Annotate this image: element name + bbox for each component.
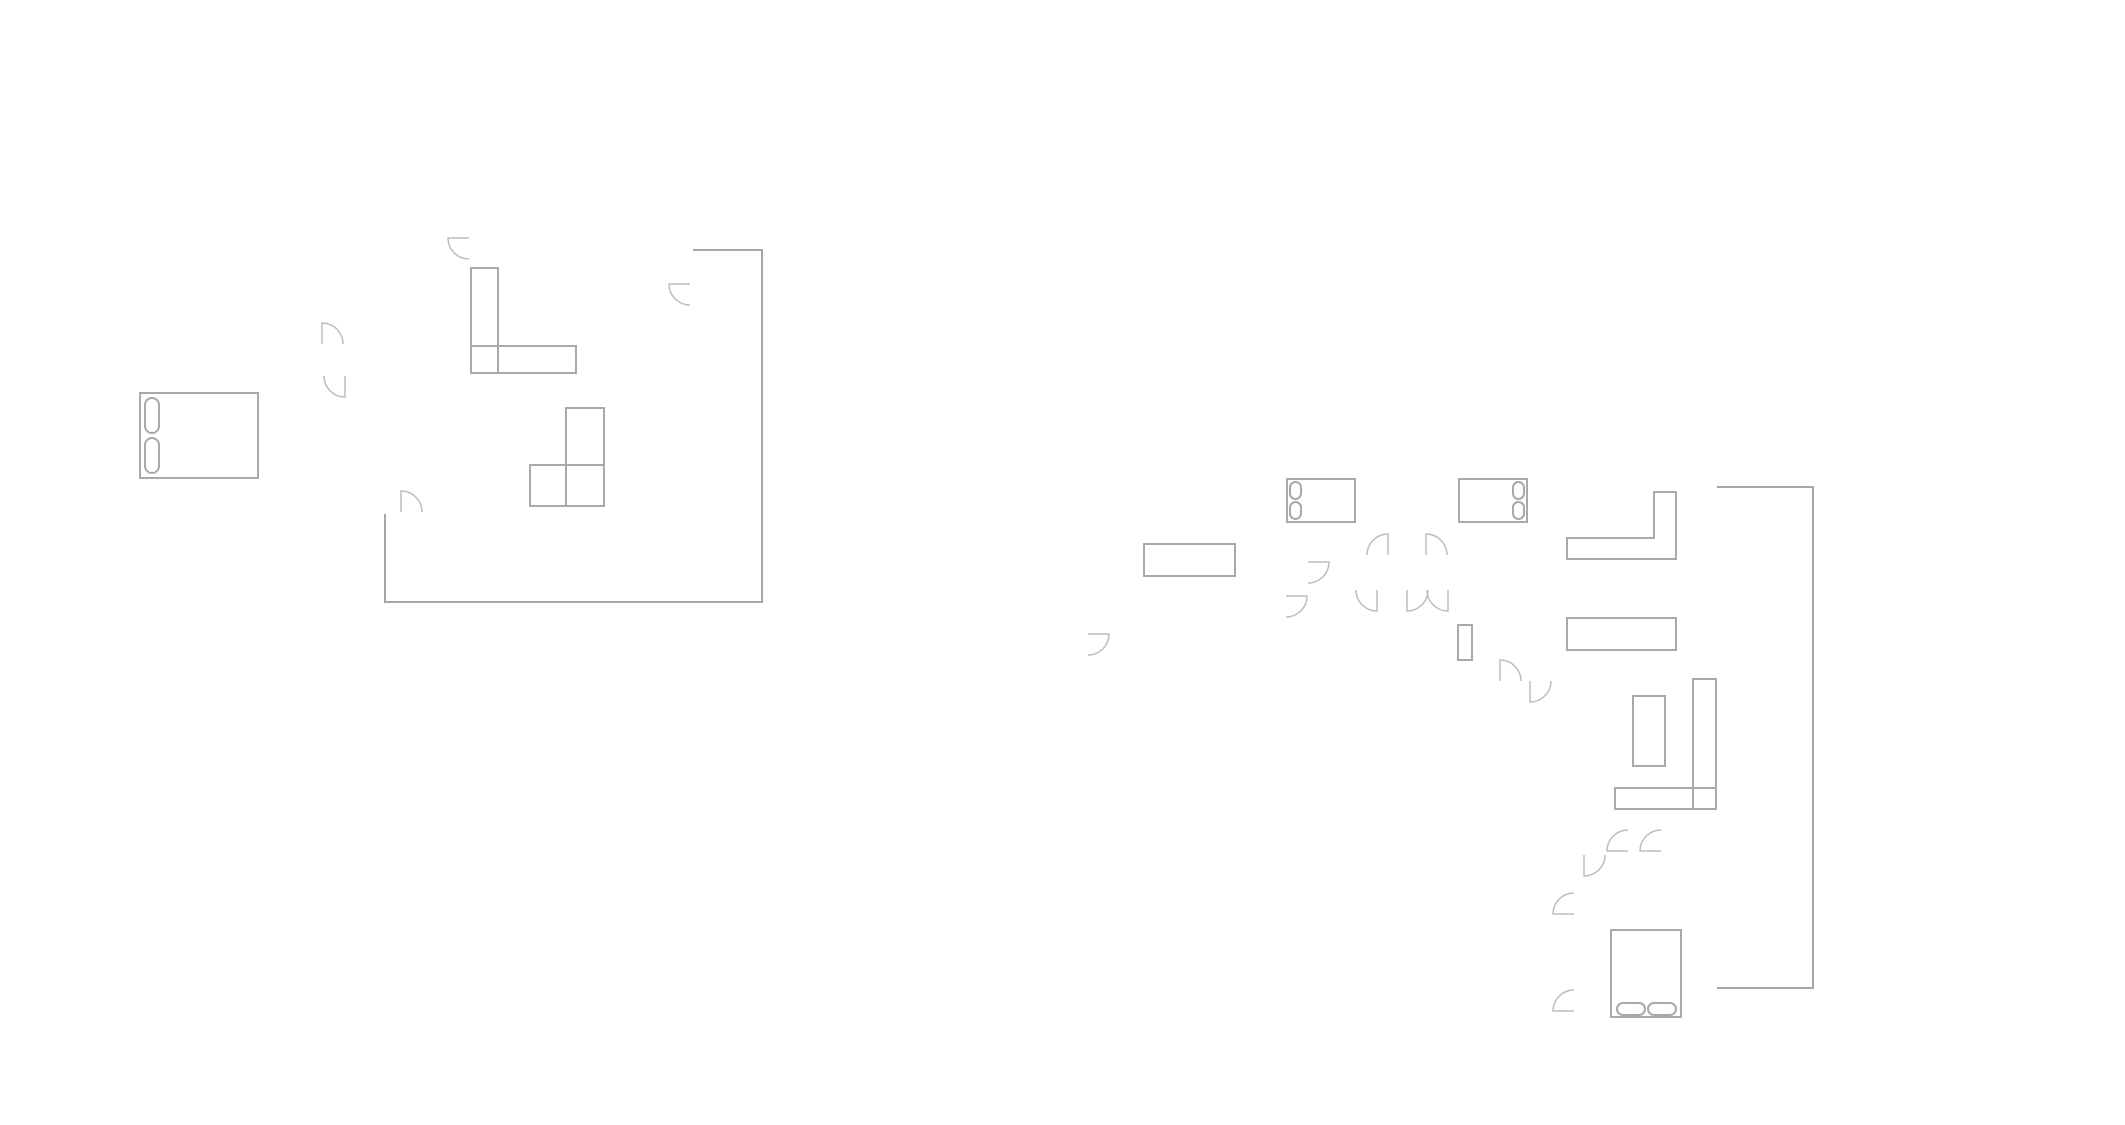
door-swing-icon bbox=[321, 322, 344, 345]
small-bed-frame bbox=[1286, 478, 1356, 523]
right-counter bbox=[1566, 617, 1677, 651]
small-bed-frame bbox=[1458, 478, 1528, 523]
small-bed-pillow bbox=[1289, 481, 1302, 500]
left-l-counter bbox=[470, 267, 577, 374]
door-swing-icon bbox=[1552, 989, 1575, 1012]
small-bed-pillow bbox=[1512, 501, 1525, 520]
right-bed-pillow bbox=[1647, 1002, 1677, 1016]
door-swing-icon bbox=[1425, 533, 1448, 556]
left-floor-plan bbox=[139, 237, 763, 603]
door-swing-icon bbox=[1355, 589, 1378, 612]
right-l-counter-bottom bbox=[1614, 678, 1717, 810]
door-swing-icon bbox=[1529, 680, 1552, 703]
right-l-counter-low bbox=[1614, 787, 1717, 810]
left-l-counter-horizontal bbox=[470, 345, 577, 374]
right-bed-pillow bbox=[1616, 1002, 1646, 1016]
right-bed-frame bbox=[1610, 929, 1682, 1018]
door-swing-icon bbox=[1366, 533, 1389, 556]
door-swing-icon bbox=[1426, 589, 1449, 612]
left-l-cabinet bbox=[529, 407, 605, 507]
left-l-cabinet-tall bbox=[565, 407, 605, 507]
door-swing-icon bbox=[1406, 589, 1429, 612]
door-swing-icon bbox=[1639, 829, 1662, 852]
left-bed-pillow bbox=[144, 397, 160, 434]
right-floor-plan bbox=[1087, 478, 1814, 1018]
door-swing-icon bbox=[1307, 561, 1330, 584]
left-bed-pillow bbox=[144, 437, 160, 474]
door-swing-icon bbox=[1087, 633, 1110, 656]
door-swing-icon bbox=[323, 375, 346, 398]
right-small-bed-b bbox=[1458, 478, 1528, 523]
door-swing-icon bbox=[400, 490, 423, 513]
door-swing-icon bbox=[1583, 854, 1606, 877]
right-cabinet bbox=[1632, 695, 1666, 767]
bench bbox=[1143, 543, 1236, 577]
door-swing-icon bbox=[447, 237, 470, 260]
left-bed bbox=[139, 392, 259, 479]
left-bed-frame bbox=[139, 392, 259, 479]
door-swing-icon bbox=[1499, 659, 1522, 682]
right-l-counter-tall bbox=[1692, 678, 1717, 810]
right-small-bed-a bbox=[1286, 478, 1356, 523]
right-l-counter-top bbox=[1566, 491, 1677, 560]
left-plan-wall-outline bbox=[384, 249, 763, 603]
door-swing-icon bbox=[1606, 829, 1629, 852]
small-bed-pillow bbox=[1512, 481, 1525, 500]
left-l-counter-vertical bbox=[470, 267, 499, 374]
right-bed bbox=[1610, 929, 1682, 1018]
door-swing-icon bbox=[668, 283, 691, 306]
door-swing-icon bbox=[1285, 595, 1308, 618]
narrow-stand bbox=[1457, 624, 1473, 661]
small-bed-pillow bbox=[1289, 501, 1302, 520]
right-plan-wall-outline bbox=[1717, 486, 1814, 989]
door-swing-icon bbox=[1552, 892, 1575, 915]
